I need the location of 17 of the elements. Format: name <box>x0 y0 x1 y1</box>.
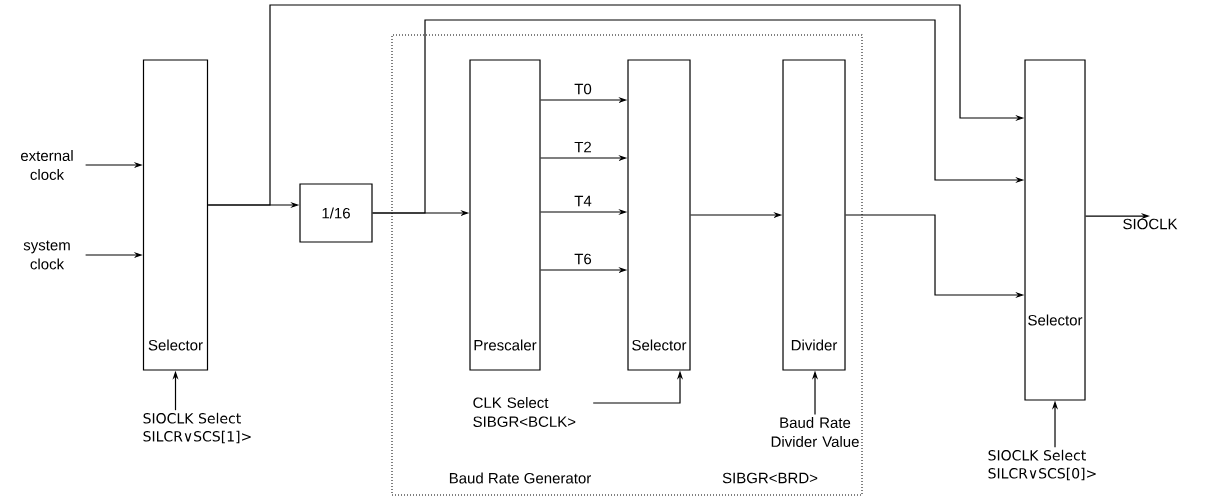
register-label: SIBGR<BRD> <box>722 472 818 484</box>
select-label: CLK Select SIBGR<BCLK> <box>473 397 576 427</box>
selector-box: Selector <box>142 59 209 371</box>
divider-value-label: Baud Rate Divider Value <box>771 417 859 447</box>
prescaler-box: Prescaler <box>469 59 541 371</box>
edge-label: T6 <box>573 252 593 266</box>
selector-box: Selector <box>1024 59 1086 401</box>
select-label: SIOCLK Select SILCR∨SCS[1]> <box>143 412 251 444</box>
output-label: SIOCLK <box>1123 218 1178 230</box>
edge-label: T4 <box>573 194 593 208</box>
input-label: system clock <box>23 240 70 270</box>
selector-box: Selector <box>627 59 691 371</box>
select-label: SIOCLK Select SILCR∨SCS[0]> <box>988 449 1096 481</box>
edge-label: T2 <box>573 140 593 154</box>
divide-box: 1/16 <box>299 183 373 243</box>
edge-label: T0 <box>573 82 593 96</box>
input-label: external clock <box>20 150 73 180</box>
